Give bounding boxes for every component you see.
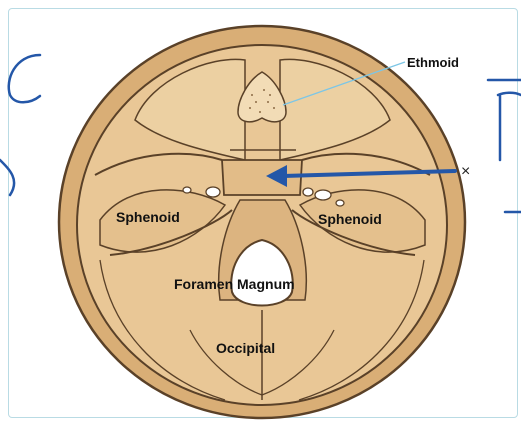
handwritten-c-mark <box>9 55 40 102</box>
label-marker-x: × <box>461 163 470 180</box>
handwritten-T-mark <box>488 80 521 160</box>
label-ethmoid: Ethmoid <box>407 55 459 70</box>
label-foramen-magnum: Foramen Magnum <box>174 276 295 292</box>
label-sphenoid-right: Sphenoid <box>318 211 382 227</box>
handwritten-left-lower-mark <box>0 160 14 195</box>
label-occipital: Occipital <box>216 340 275 356</box>
label-sphenoid-left: Sphenoid <box>116 209 180 225</box>
